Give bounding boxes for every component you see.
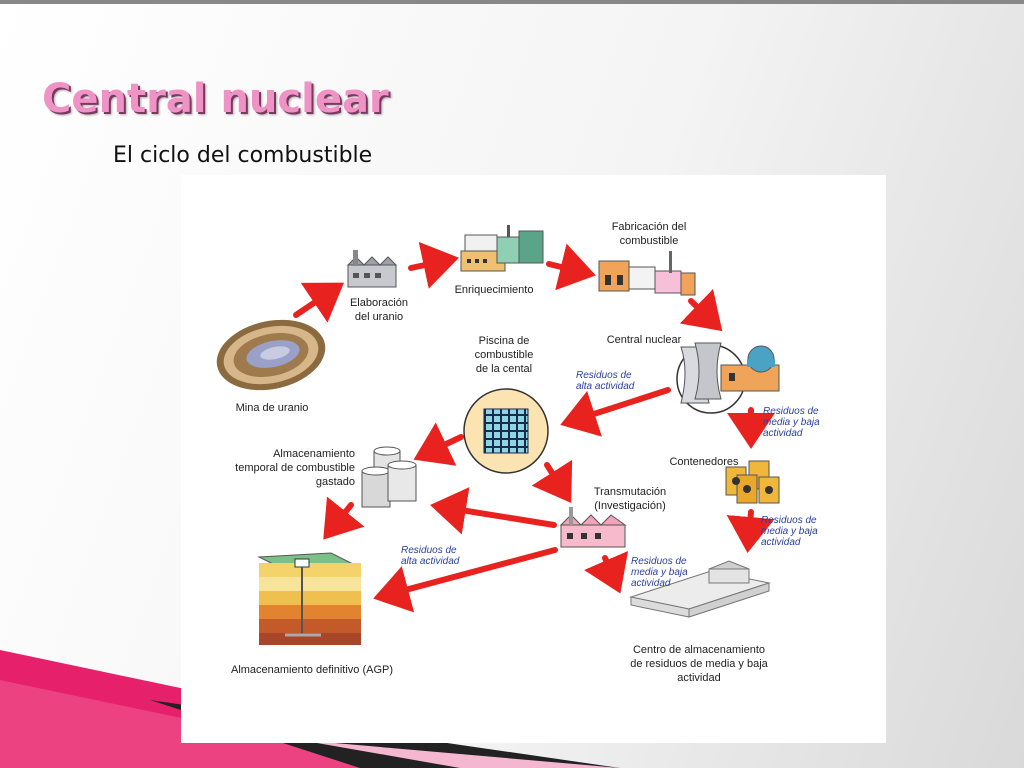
centro-illustration xyxy=(629,560,771,618)
slide-title: Central nuclear xyxy=(42,76,389,122)
light-pink-band xyxy=(300,740,620,768)
arrow-transmutacion-centro xyxy=(584,550,629,594)
contenedores-illustration xyxy=(725,460,780,504)
slide-subtitle: El ciclo del combustible xyxy=(113,143,373,168)
arrow-piscina-almacenamiento xyxy=(413,422,464,466)
label-centro-3: actividad xyxy=(677,672,720,684)
piscina-illustration xyxy=(463,388,549,474)
residuos-media-central-2: media y baja xyxy=(763,417,820,428)
agp-illustration xyxy=(257,552,361,645)
arrow-fabricacion-central xyxy=(679,288,723,332)
label-mina: Mina de uranio xyxy=(236,402,309,414)
label-piscina-3: de la cental xyxy=(476,363,532,375)
residuos-alta-central-1: Residuos de xyxy=(576,370,632,381)
arrow-elaboracion-enriquecimiento xyxy=(408,241,459,289)
almacenamiento-temporal-illustration xyxy=(361,446,417,508)
label-centro-2: de residuos de media y baja xyxy=(630,658,768,670)
fabricacion-illustration xyxy=(598,251,696,296)
label-almac-temp-1: Almacenamiento xyxy=(273,448,355,460)
residuos-alta-central-2: alta actividad xyxy=(576,381,635,392)
slide-top-border xyxy=(0,0,1024,4)
arrow-central-piscina xyxy=(560,387,671,437)
residuos-media-transmutacion-1: Residuos de xyxy=(631,556,687,567)
arrow-mina-elaboracion xyxy=(293,282,344,323)
enriquecimiento-illustration xyxy=(460,225,544,272)
label-almac-temp-2: temporal de combustible xyxy=(235,462,355,474)
label-almac-temp-3: gastado xyxy=(316,476,355,488)
arrow-piscina-transmutacion xyxy=(531,459,573,504)
residuos-labels: Residuos de alta actividad Residuos de m… xyxy=(401,370,820,589)
residuos-media-contenedores-2: media y baja xyxy=(761,526,818,537)
flow-arrows xyxy=(293,241,775,613)
label-transmutacion-1: Transmutación xyxy=(594,486,666,498)
label-piscina-1: Piscina de xyxy=(479,335,530,347)
label-fabricacion-1: Fabricación del xyxy=(612,221,687,233)
label-piscina-2: combustible xyxy=(475,349,534,361)
residuos-media-transmutacion-2: media y baja xyxy=(631,567,688,578)
label-elaboracion-1: Elaboración xyxy=(350,297,408,309)
label-fabricacion-2: combustible xyxy=(620,235,679,247)
residuos-media-transmutacion-3: actividad xyxy=(631,578,671,589)
arrow-almacenamiento-agp xyxy=(323,496,365,540)
label-contenedores: Contenedores xyxy=(669,456,739,468)
label-central: Central nuclear xyxy=(607,334,682,346)
elaboracion-illustration xyxy=(346,250,398,288)
residuos-media-contenedores-3: actividad xyxy=(761,537,801,548)
arrow-transmutacion-agp xyxy=(373,547,558,613)
mina-illustration xyxy=(216,319,326,391)
arrow-enriquecimiento-fabricacion xyxy=(546,243,596,291)
central-illustration xyxy=(676,342,780,414)
arrow-contenedores-centro xyxy=(726,509,775,553)
label-elaboracion-2: del uranio xyxy=(355,311,403,323)
residuos-media-central-1: Residuos de xyxy=(763,406,819,417)
residuos-media-central-3: actividad xyxy=(763,428,803,439)
transmutacion-illustration xyxy=(559,507,627,548)
label-centro-1: Centro de almacenamiento xyxy=(633,644,765,656)
residuos-alta-transmutacion-2: alta actividad xyxy=(401,556,460,567)
residuos-media-contenedores-1: Residuos de xyxy=(761,515,817,526)
node-labels: Mina de uranio Elaboración del uranio En… xyxy=(231,221,769,684)
residuos-alta-transmutacion-1: Residuos de xyxy=(401,545,457,556)
fuel-cycle-diagram: Mina de uranio Elaboración del uranio En… xyxy=(181,175,886,743)
label-enriquecimiento: Enriquecimiento xyxy=(455,284,534,296)
label-agp: Almacenamiento definitivo (AGP) xyxy=(231,664,393,676)
arrow-transmutacion-almacenamiento xyxy=(430,487,557,535)
label-transmutacion-2: (Investigación) xyxy=(594,500,666,512)
